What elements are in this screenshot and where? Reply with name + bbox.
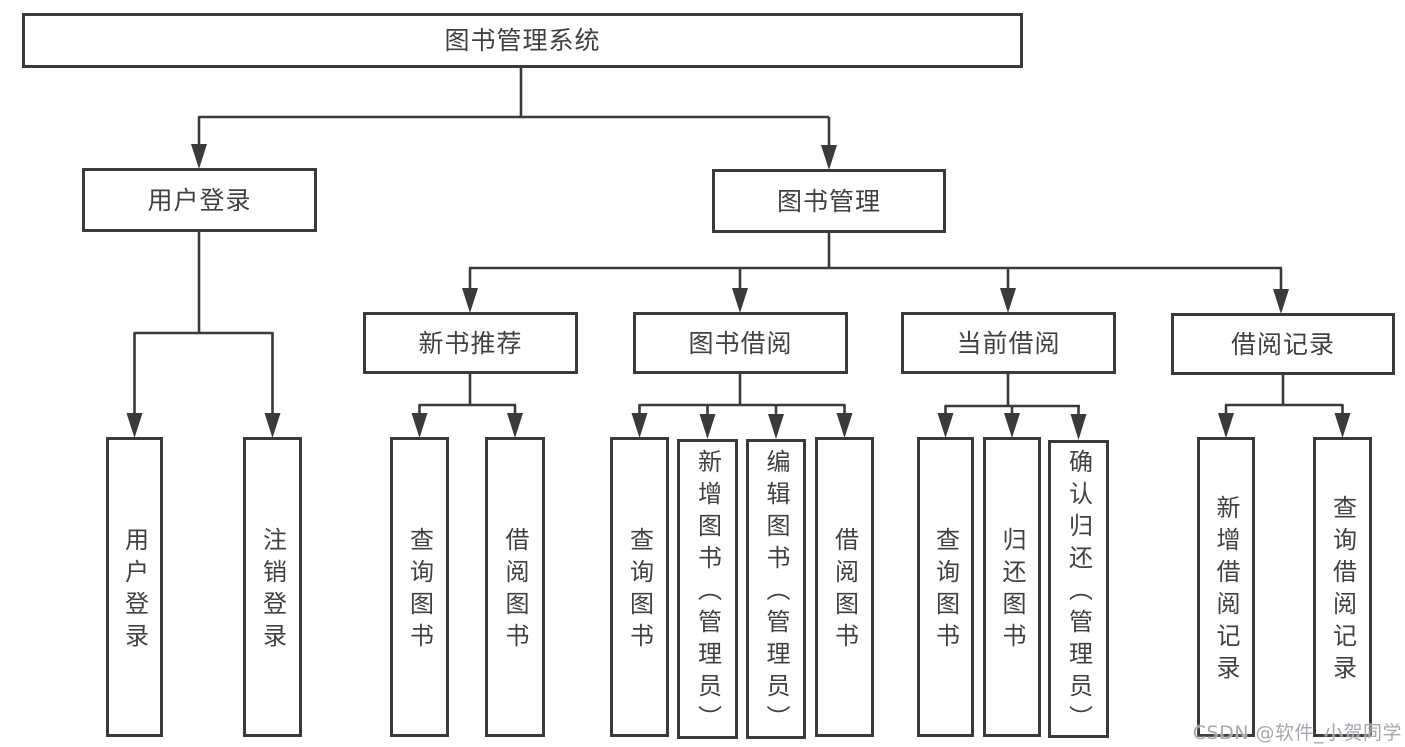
arrow-icon bbox=[699, 414, 716, 439]
leaf-confirm-return-admin-label: 确认归还（管理员） bbox=[1064, 449, 1093, 737]
leaf-borrow-books-label: 借阅图书 bbox=[830, 527, 859, 655]
leaf-query-books-current: 查询图书 bbox=[917, 437, 974, 737]
leaf-borrow-books-recommend: 借阅图书 bbox=[485, 437, 545, 737]
arrow-icon bbox=[1070, 414, 1087, 440]
node-book-management: 图书管理 bbox=[712, 169, 946, 233]
arrow-icon bbox=[1218, 413, 1234, 438]
leaf-return-books-label: 归还图书 bbox=[998, 527, 1026, 655]
arrow-icon bbox=[126, 413, 143, 438]
arrow-icon bbox=[264, 413, 281, 438]
leaf-query-books-recommend: 查询图书 bbox=[390, 437, 449, 737]
leaf-return-books: 归还图书 bbox=[983, 437, 1041, 737]
leaf-confirm-return-admin: 确认归还（管理员） bbox=[1048, 440, 1109, 738]
leaf-logout-label: 注销登录 bbox=[258, 527, 287, 655]
leaf-query-books-borrowing: 查询图书 bbox=[610, 437, 669, 737]
arrow-icon bbox=[507, 413, 523, 438]
arrow-icon bbox=[732, 288, 748, 313]
node-user-login: 用户登录 bbox=[82, 168, 317, 232]
arrow-icon bbox=[1000, 288, 1016, 313]
arrowhead-icons bbox=[126, 144, 1351, 440]
leaf-query-books-borrowing-label: 查询图书 bbox=[625, 527, 654, 655]
arrow-icon bbox=[1273, 289, 1289, 314]
leaf-query-borrow-record-label: 查询借阅记录 bbox=[1328, 495, 1357, 687]
arrow-icon bbox=[462, 288, 478, 313]
leaf-query-books-recommend-label: 查询图书 bbox=[405, 527, 434, 655]
node-borrowing-records: 借阅记录 bbox=[1171, 313, 1395, 375]
leaf-borrow-books: 借阅图书 bbox=[815, 437, 874, 737]
leaf-add-books-admin: 新增图书（管理员） bbox=[677, 439, 738, 739]
leaf-add-borrow-record-label: 新增借阅记录 bbox=[1212, 495, 1240, 687]
csdn-watermark: CSDN @软件_小贺同学 bbox=[1192, 722, 1402, 744]
node-book-borrowing: 图书借阅 bbox=[633, 312, 848, 374]
connector-path bbox=[133, 68, 1344, 417]
arrow-icon bbox=[937, 413, 954, 438]
leaf-add-books-admin-label: 新增图书（管理员） bbox=[693, 449, 722, 737]
arrow-icon bbox=[1004, 413, 1020, 438]
leaf-add-borrow-record: 新增借阅记录 bbox=[1197, 437, 1255, 737]
leaf-query-borrow-record: 查询借阅记录 bbox=[1313, 437, 1372, 737]
arrow-icon bbox=[1334, 413, 1351, 438]
arrow-icon bbox=[768, 414, 784, 439]
leaf-edit-books-admin-label: 编辑图书（管理员） bbox=[762, 449, 790, 737]
leaf-edit-books-admin: 编辑图书（管理员） bbox=[746, 439, 806, 739]
leaf-logout: 注销登录 bbox=[243, 437, 302, 737]
arrow-icon bbox=[411, 413, 428, 438]
arrow-icon bbox=[631, 413, 648, 438]
arrow-icon bbox=[821, 145, 837, 170]
leaf-query-books-current-label: 查询图书 bbox=[931, 527, 960, 655]
node-current-borrowing: 当前借阅 bbox=[901, 312, 1116, 374]
node-library-management-system: 图书管理系统 bbox=[22, 13, 1023, 68]
arrow-icon bbox=[191, 144, 207, 169]
arrow-icon bbox=[836, 413, 853, 438]
leaf-borrow-books-recommend-label: 借阅图书 bbox=[501, 527, 529, 655]
leaf-user-login-label: 用户登录 bbox=[120, 527, 149, 655]
leaf-user-login: 用户登录 bbox=[106, 437, 163, 737]
node-new-book-recommendation: 新书推荐 bbox=[363, 312, 578, 374]
